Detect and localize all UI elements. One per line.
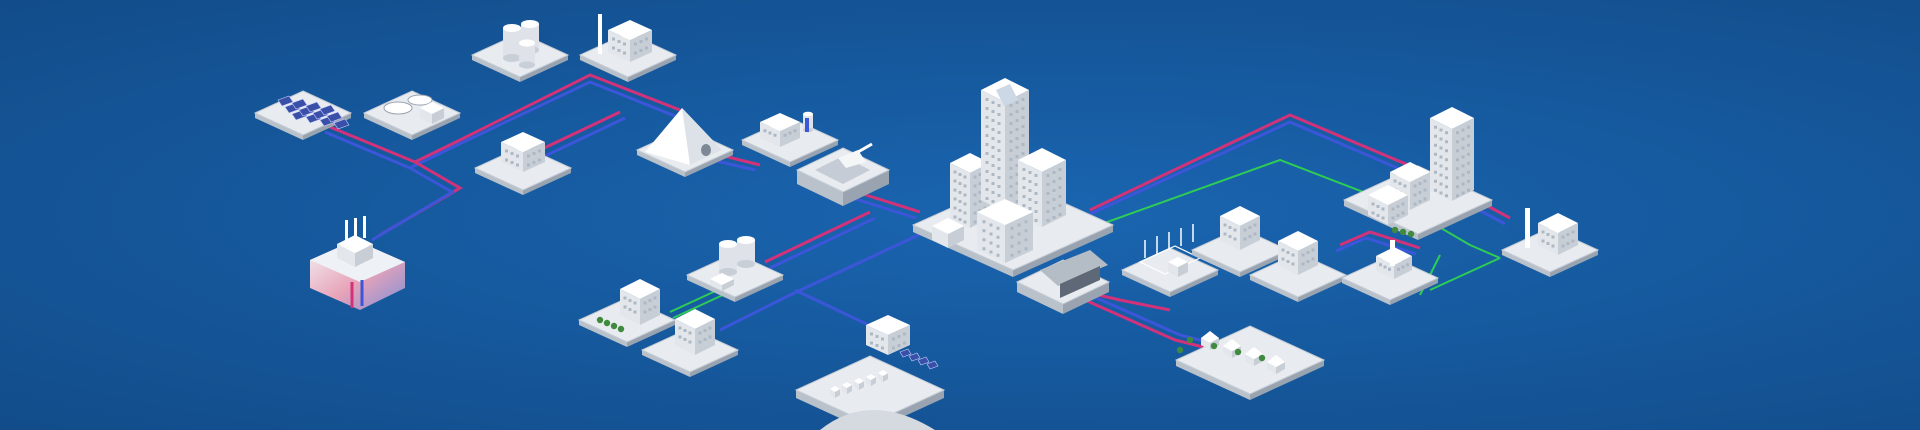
node-tiles [253, 14, 1600, 430]
pipe-tunnel-to-suburb [1089, 293, 1221, 347]
pipe-solar-to-junction [329, 125, 461, 164]
pipe-office-link [539, 110, 621, 152]
tunnel-portal [1015, 250, 1111, 314]
pipe-office-link-return [544, 116, 626, 158]
pipe-city-to-residential [719, 230, 926, 332]
link-chimney-plant [1429, 257, 1501, 291]
industrial-east [1340, 240, 1440, 305]
pipe-tunnel-to-suburb-return [1084, 298, 1216, 352]
pipe-junction-to-tanks-return [454, 80, 676, 148]
tank-station [685, 235, 785, 302]
residential-east [1190, 206, 1348, 302]
pipe-city-to-tankstation-return [769, 216, 876, 270]
residential-west [577, 279, 740, 377]
pipe-city-to-tankstation [764, 210, 871, 264]
office-block [473, 132, 573, 195]
excavation-site [795, 142, 891, 206]
pipe-junction-to-tanks [459, 73, 681, 142]
pipe-east-industrial [1339, 230, 1421, 250]
storage-tanks [470, 19, 570, 82]
small-factory [740, 111, 840, 167]
geothermal-plant [310, 216, 405, 310]
chimney-plant [1500, 208, 1600, 277]
pipe-excavation-to-city-return [845, 194, 917, 220]
mountain-tunnel [635, 108, 735, 177]
solar-housing [794, 315, 946, 430]
pipe-junction-to-powerplant-return [371, 166, 455, 242]
water-treatment [362, 90, 462, 140]
solar-field [253, 90, 353, 140]
pipe-solar-return [324, 130, 456, 170]
high-rise-district [1342, 107, 1494, 240]
villa-suburb [1174, 325, 1326, 400]
power-plant [578, 14, 678, 82]
pipe-east-industrial-return [1335, 236, 1417, 256]
city-center [911, 78, 1115, 277]
substation [1120, 224, 1220, 297]
pipeline-network [324, 73, 1511, 352]
